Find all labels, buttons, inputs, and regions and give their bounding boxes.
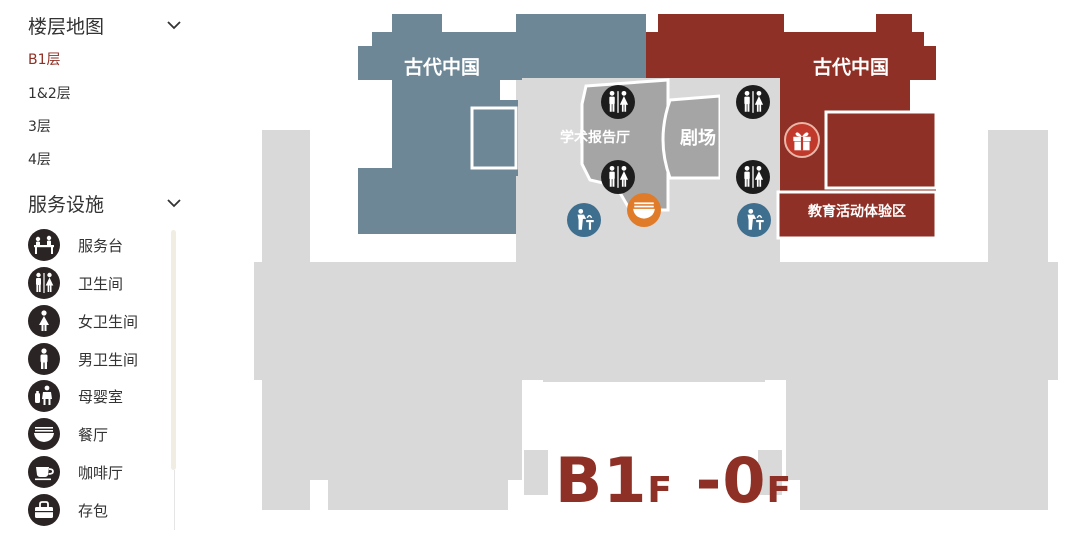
floor-item-1-2[interactable]: 1&2层 [28,86,71,102]
restaurant-pin[interactable] [627,193,661,227]
room-label-east-hall: 古代中国 [812,56,890,79]
service-item-mens-restroom[interactable]: 男卫生间 [28,342,138,376]
service-item-label: 存包 [78,501,109,520]
floor-indicator-sep: -0 [673,444,767,517]
restaurant-icon [28,418,60,450]
floor-indicator-suffix: F [647,470,673,511]
service-item-luggage[interactable]: 存包 [28,493,108,527]
room-label-education-zone: 教育活动体验区 [808,204,906,220]
services-scrollbar[interactable] [171,230,176,470]
nursing-room-icon [28,380,60,412]
service-item-label: 咖啡厅 [78,463,124,482]
service-item-womens-restroom[interactable]: 女卫生间 [28,304,138,338]
restroom-icon [28,267,60,299]
theater [661,94,722,180]
service-item-nursing-room[interactable]: 母婴室 [28,379,123,413]
restroom-icon [740,89,766,115]
floor-item-b1[interactable]: B1层 [28,52,61,68]
restroom-icon [740,164,766,190]
chevron-down-icon[interactable] [165,194,183,212]
east-hall-room [824,110,938,190]
floors-section-header[interactable]: 楼层地图 [28,10,183,40]
service-item-label: 女卫生间 [78,312,139,331]
sidebar: 楼层地图 B1层 1&2层 3层 4层 服务设施 服务台 卫生间 女卫生间 男卫… [0,0,200,552]
service-item-restroom[interactable]: 卫生间 [28,266,123,300]
drinking-fountain-pin[interactable] [567,203,601,237]
service-item-label: 服务台 [78,236,124,255]
floor-indicator: B1F -0F [555,446,792,516]
floors-section-title: 楼层地图 [28,15,105,38]
service-item-cafe[interactable]: 咖啡厅 [28,455,123,489]
room-label-west-hall: 古代中国 [403,56,481,79]
floor-plan [254,14,1058,510]
gift-shop-pin[interactable] [784,122,820,158]
education-zone [776,190,938,240]
service-item-label: 男卫生间 [78,350,139,369]
chevron-down-icon[interactable] [165,16,183,34]
drinking-fountain-icon [571,207,597,233]
room-label-lecture-hall: 学术报告厅 [560,130,630,146]
womens-restroom-icon [28,305,60,337]
floor-indicator-main: B1 [555,444,648,517]
service-desk-icon [28,229,60,261]
service-item-label: 餐厅 [78,425,109,444]
service-item-restaurant[interactable]: 餐厅 [28,417,108,451]
drinking-fountain-icon [741,207,767,233]
services-section-header[interactable]: 服务设施 [28,188,183,218]
drinking-fountain-pin[interactable] [737,203,771,237]
restaurant-icon [631,197,657,223]
west-hall-room [470,106,518,170]
luggage-storage-icon [28,494,60,526]
cafe-icon [28,456,60,488]
floor-item-3[interactable]: 3层 [28,119,51,135]
corridor-area [254,76,1058,510]
floor-indicator-suffix: F [766,470,793,511]
mens-restroom-icon [28,343,60,375]
restroom-icon [605,89,631,115]
restroom-pin[interactable] [736,85,770,119]
service-item-label: 母婴室 [78,387,124,406]
floor-item-4[interactable]: 4层 [28,152,51,168]
restroom-pin[interactable] [601,85,635,119]
floor-map: 古代中国 古代中国 学术报告厅 剧场 教育活动体验区 B1F -0F [250,0,1080,552]
services-section-title: 服务设施 [28,193,105,216]
restroom-pin[interactable] [601,160,635,194]
service-item-label: 卫生间 [78,274,124,293]
gift-icon [789,127,815,153]
restroom-pin[interactable] [736,160,770,194]
room-label-theater: 剧场 [680,128,716,149]
service-item-desk[interactable]: 服务台 [28,228,123,262]
divider [174,470,175,530]
restroom-icon [605,164,631,190]
